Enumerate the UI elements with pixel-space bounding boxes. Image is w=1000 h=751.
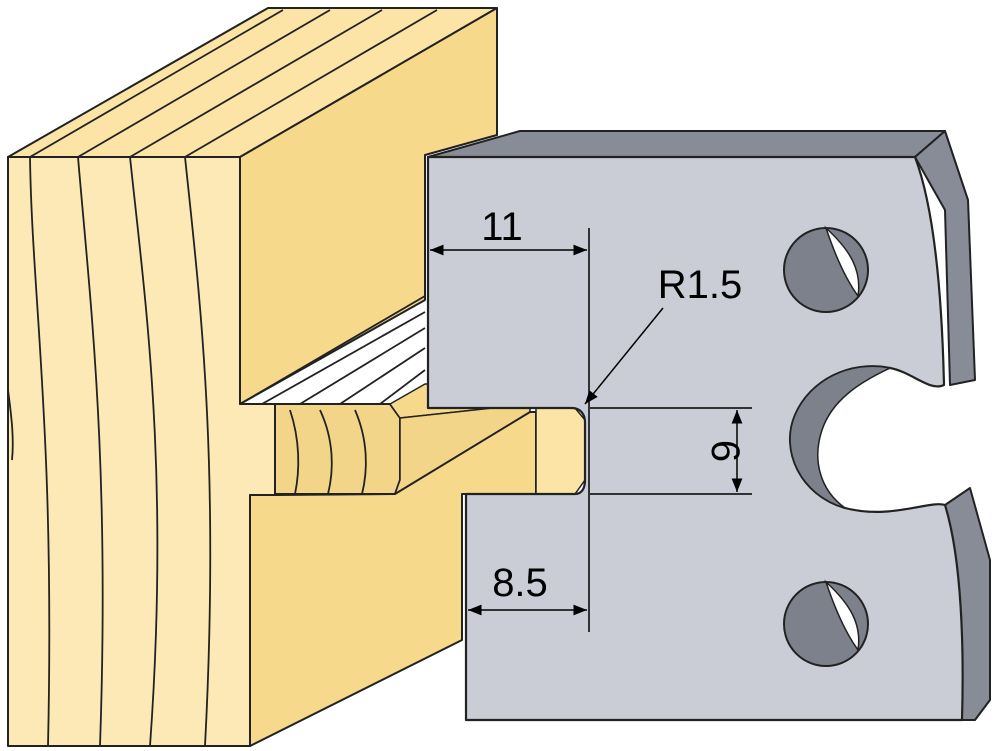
dim-groove-height-label: 6 [703,440,747,462]
dimension-lines [430,228,752,632]
dimension-labels: 11 R1.5 8.5 6 [481,205,747,605]
dim-bottom-width-label: 8.5 [492,561,548,605]
wood-front-face [7,156,276,747]
wood-notch-view [535,407,586,495]
wood-ledge-lines [239,295,426,405]
mounting-hole-lower-icon [783,579,869,667]
wood-front-grain [7,156,212,747]
knife-right-edge-upper [914,130,976,386]
mounting-hole-upper-icon [783,225,869,313]
cutter-knife-icon [426,130,991,722]
wood-workpiece-icon [7,7,586,747]
knife-notch-bevel [789,365,893,509]
wood-tongue-profile [274,403,401,495]
dim-top-width-label: 11 [481,205,523,249]
wood-top-grain [29,9,438,158]
dim-radius-leader [584,307,664,405]
dim-radius-label: R1.5 [658,263,743,307]
knife-top-edge [427,130,946,158]
wood-tongue-grain [289,409,367,495]
